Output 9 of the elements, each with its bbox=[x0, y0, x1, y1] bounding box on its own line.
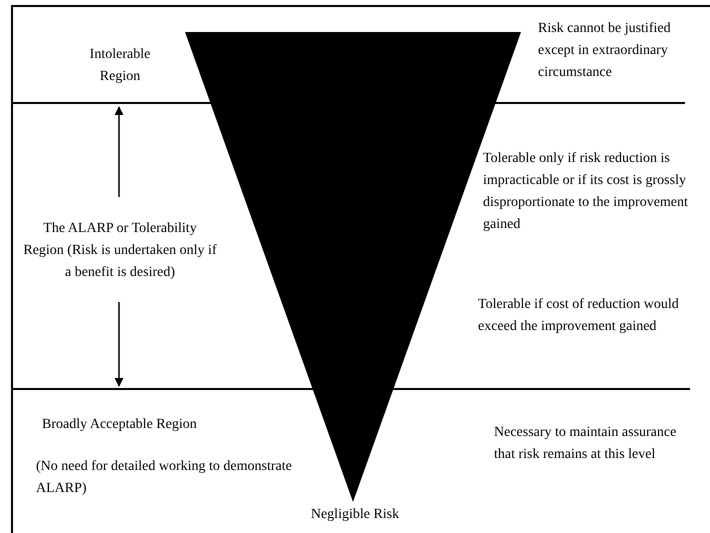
region-label: Tolerable only if risk reduction is impracticable or if its cost is grossly disproportionate to the improvement gained bbox=[483, 150, 689, 234]
region-label: Negligible Risk bbox=[310, 506, 400, 524]
region-label: Broadly Acceptable Region bbox=[42, 416, 198, 434]
region-label: Risk cannot be justified except in extraordinary circumstance bbox=[538, 20, 672, 82]
region-label: Necessary to maintain assurance that risk remains at this level bbox=[494, 424, 678, 464]
region-label: The ALARP or Tolerability Region (Risk is undertaken only if a benefit is desired) bbox=[22, 220, 218, 282]
region-label: (No need for detailed working to demonstrate ALARP) bbox=[36, 458, 293, 498]
region-label: Tolerable if cost of reduction would exceed the improvement gained bbox=[478, 296, 680, 336]
region-label: Intolerable Region bbox=[88, 46, 152, 86]
